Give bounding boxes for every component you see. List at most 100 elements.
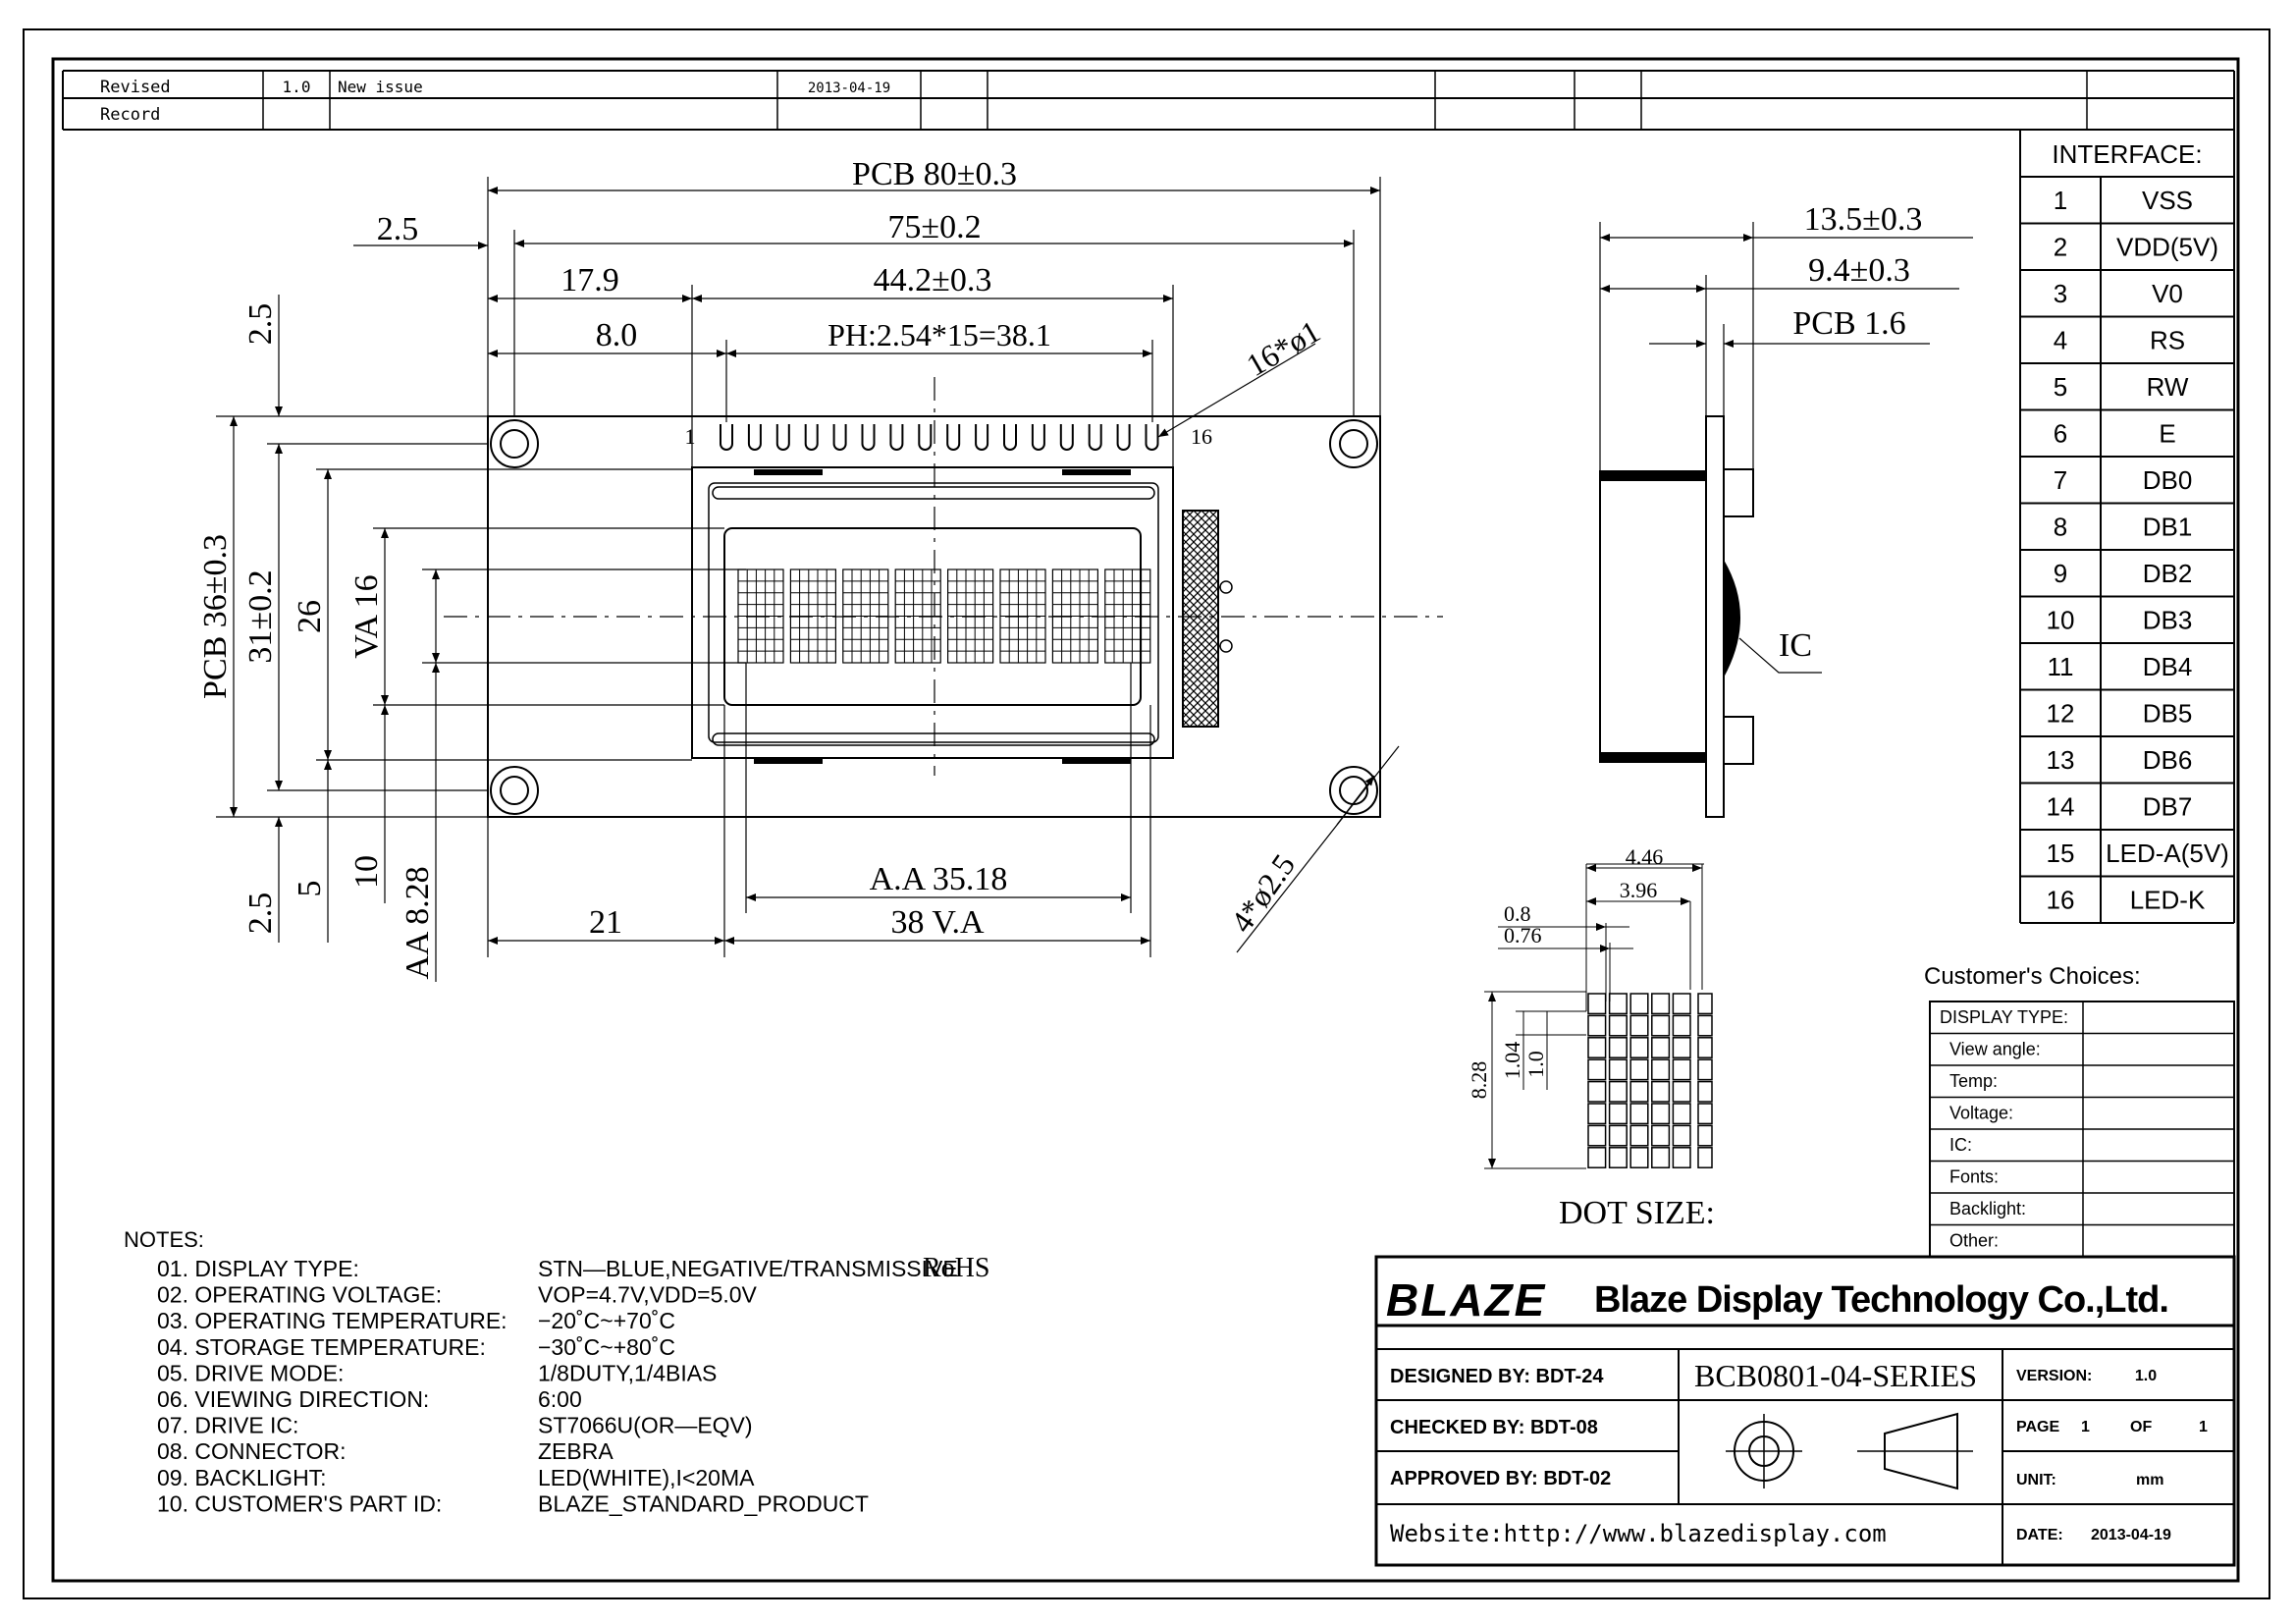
interface-pin-number: 6 xyxy=(2054,418,2067,448)
page-total: 1 xyxy=(2199,1419,2208,1435)
note-value: 1/8DUTY,1/4BIAS xyxy=(538,1360,717,1385)
page-label: PAGE xyxy=(2016,1419,2059,1435)
dot xyxy=(1651,1014,1671,1037)
note-label: 09. BACKLIGHT: xyxy=(157,1465,327,1490)
pin xyxy=(975,424,989,451)
interface-pin-number: 3 xyxy=(2054,279,2067,308)
customer-choices: Customer's Choices: DISPLAY TYPE:View an… xyxy=(1924,963,2235,1258)
dot xyxy=(1587,1058,1607,1081)
interface-pin-name: DB4 xyxy=(2143,652,2193,681)
pin xyxy=(1031,424,1045,451)
dim-bottom-offset-1: 2.5 xyxy=(242,893,279,935)
approved-by: APPROVED BY: BDT-02 xyxy=(1390,1468,1611,1489)
notes: NOTES: 01. DISPLAY TYPE:STN—BLUE,NEGATIV… xyxy=(124,1227,989,1516)
note-value: ST7066U(OR—EQV) xyxy=(538,1413,753,1438)
dim-pcb-thickness: PCB 1.6 xyxy=(1792,305,1905,342)
dim-char-w: 3.96 xyxy=(1620,878,1658,902)
interface-pin-number: 10 xyxy=(2047,605,2075,634)
interface-pin-name: RS xyxy=(2150,325,2185,354)
dot xyxy=(1629,993,1649,1015)
note-value: −20˚C~+70˚C xyxy=(538,1308,675,1333)
dim-bezel-width: 44.2±0.3 xyxy=(874,262,992,298)
dot xyxy=(1672,993,1691,1015)
side-pcb xyxy=(1705,415,1725,818)
designed-by: DESIGNED BY: BDT-24 xyxy=(1390,1366,1604,1387)
revision-header: Revised Record 1.0 New issue 2013-04-19 xyxy=(62,70,2235,131)
version-value: 1.0 xyxy=(2135,1368,2157,1384)
dim-bottom-offset-2: 5 xyxy=(292,881,328,897)
dot xyxy=(1651,1147,1671,1168)
pin xyxy=(889,424,904,451)
side-module xyxy=(1599,470,1707,763)
pin xyxy=(1116,424,1131,451)
mounting-holes xyxy=(490,419,1378,815)
pin xyxy=(861,424,876,451)
dot xyxy=(1651,1080,1671,1103)
interface-pin-name: VDD(5V) xyxy=(2116,232,2218,261)
unit-value: mm xyxy=(2136,1472,2163,1489)
dot-size-title: DOT SIZE: xyxy=(1559,1195,1715,1231)
note-label: 10. CUSTOMER'S PART ID: xyxy=(157,1490,442,1516)
pin xyxy=(720,424,733,451)
revised-label: Revised xyxy=(100,78,171,97)
note-label: 03. OPERATING TEMPERATURE: xyxy=(157,1308,507,1333)
interface-pin-name: DB2 xyxy=(2143,559,2193,588)
interface-pin-number: 13 xyxy=(2047,745,2075,775)
pin xyxy=(1059,424,1074,451)
company-name: Blaze Display Technology Co.,Ltd. xyxy=(1594,1279,2168,1321)
interface-pin-name: DB7 xyxy=(2143,791,2193,821)
dim-dot-h: 1.0 xyxy=(1523,1051,1548,1078)
dot-next-char xyxy=(1697,1124,1713,1147)
pin xyxy=(1088,424,1102,451)
projection-symbol xyxy=(1726,1412,1973,1490)
interface-pin-number: 5 xyxy=(2054,372,2067,402)
dim-pin-hole: 16*ø1 xyxy=(1241,313,1326,383)
bezel-slot-top xyxy=(712,486,1155,500)
dot xyxy=(1587,1014,1607,1037)
dot xyxy=(1651,1124,1671,1147)
record-label: Record xyxy=(100,105,160,125)
note-label: 04. STORAGE TEMPERATURE: xyxy=(157,1334,486,1360)
note-label: 07. DRIVE IC: xyxy=(157,1413,298,1438)
interface-pin-number: 2 xyxy=(2054,232,2067,261)
note-value: LED(WHITE),I<20MA xyxy=(538,1465,755,1490)
bezel-inner xyxy=(708,482,1159,743)
dot xyxy=(1672,1058,1691,1081)
pin-row xyxy=(720,424,1159,451)
interface-pin-name: DB1 xyxy=(2143,512,2193,541)
customer-choice-label: Backlight: xyxy=(1949,1199,2026,1218)
interface-pin-number: 12 xyxy=(2047,698,2075,728)
dot xyxy=(1608,1147,1628,1168)
customer-choice-label: View angle: xyxy=(1949,1040,2041,1059)
bezel-slot-bottom xyxy=(712,732,1155,746)
interface-pin-number: 15 xyxy=(2047,839,2075,868)
dot xyxy=(1608,1124,1628,1147)
dim-total-thickness: 13.5±0.3 xyxy=(1804,201,1923,238)
pin xyxy=(1145,424,1159,451)
side-pin-top xyxy=(1723,468,1754,517)
dim-top-offset: 2.5 xyxy=(242,303,279,346)
dot xyxy=(1587,1124,1607,1147)
pin-first-label: 1 xyxy=(685,424,696,449)
pin xyxy=(804,424,819,451)
part-number: BCB0801-04-SERIES xyxy=(1694,1358,1977,1393)
date-value: 2013-04-19 xyxy=(2091,1527,2171,1543)
dot xyxy=(1651,1037,1671,1058)
note-label: 01. DISPLAY TYPE: xyxy=(157,1256,359,1281)
dot xyxy=(1651,993,1671,1015)
dot-next-char xyxy=(1697,993,1713,1015)
dot xyxy=(1672,1103,1691,1125)
notes-title: NOTES: xyxy=(124,1227,204,1252)
dim-mount-hole: 4*ø2.5 xyxy=(1223,847,1302,939)
dim-bottom-offset-3: 10 xyxy=(348,855,385,889)
interface-pin-number: 16 xyxy=(2047,885,2075,914)
dot xyxy=(1587,1103,1607,1125)
dot xyxy=(1672,1124,1691,1147)
customer-choice-label: Temp: xyxy=(1949,1071,1998,1091)
dim-char-h: 8.28 xyxy=(1467,1061,1491,1100)
customer-choice-label: IC: xyxy=(1949,1135,1972,1155)
dot xyxy=(1587,993,1607,1015)
dim-pin1-offset: 8.0 xyxy=(596,317,638,353)
pin-last-label: 16 xyxy=(1191,424,1212,449)
dim-pcb-height: PCB 36±0.3 xyxy=(197,534,234,699)
